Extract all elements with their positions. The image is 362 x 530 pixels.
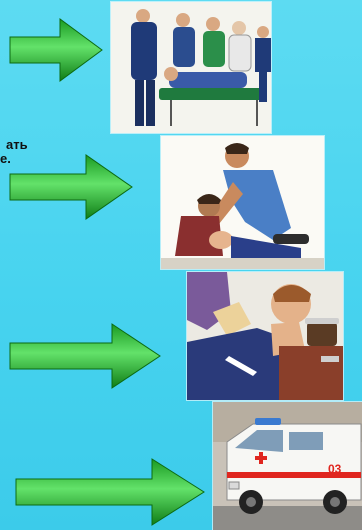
ambulance-number-badge: 03 xyxy=(328,462,341,476)
cpr-illustration xyxy=(161,136,324,269)
right-arrow-icon xyxy=(8,17,104,83)
ambulance-van-illustration: 03 xyxy=(213,402,362,530)
text-fragment-top: ать xyxy=(6,137,28,152)
right-arrow-icon xyxy=(14,457,206,527)
right-arrow-icon xyxy=(8,153,134,221)
injured-patient-illustration xyxy=(187,272,343,400)
stretcher-team-illustration xyxy=(111,2,271,133)
right-arrow-icon xyxy=(8,322,162,390)
